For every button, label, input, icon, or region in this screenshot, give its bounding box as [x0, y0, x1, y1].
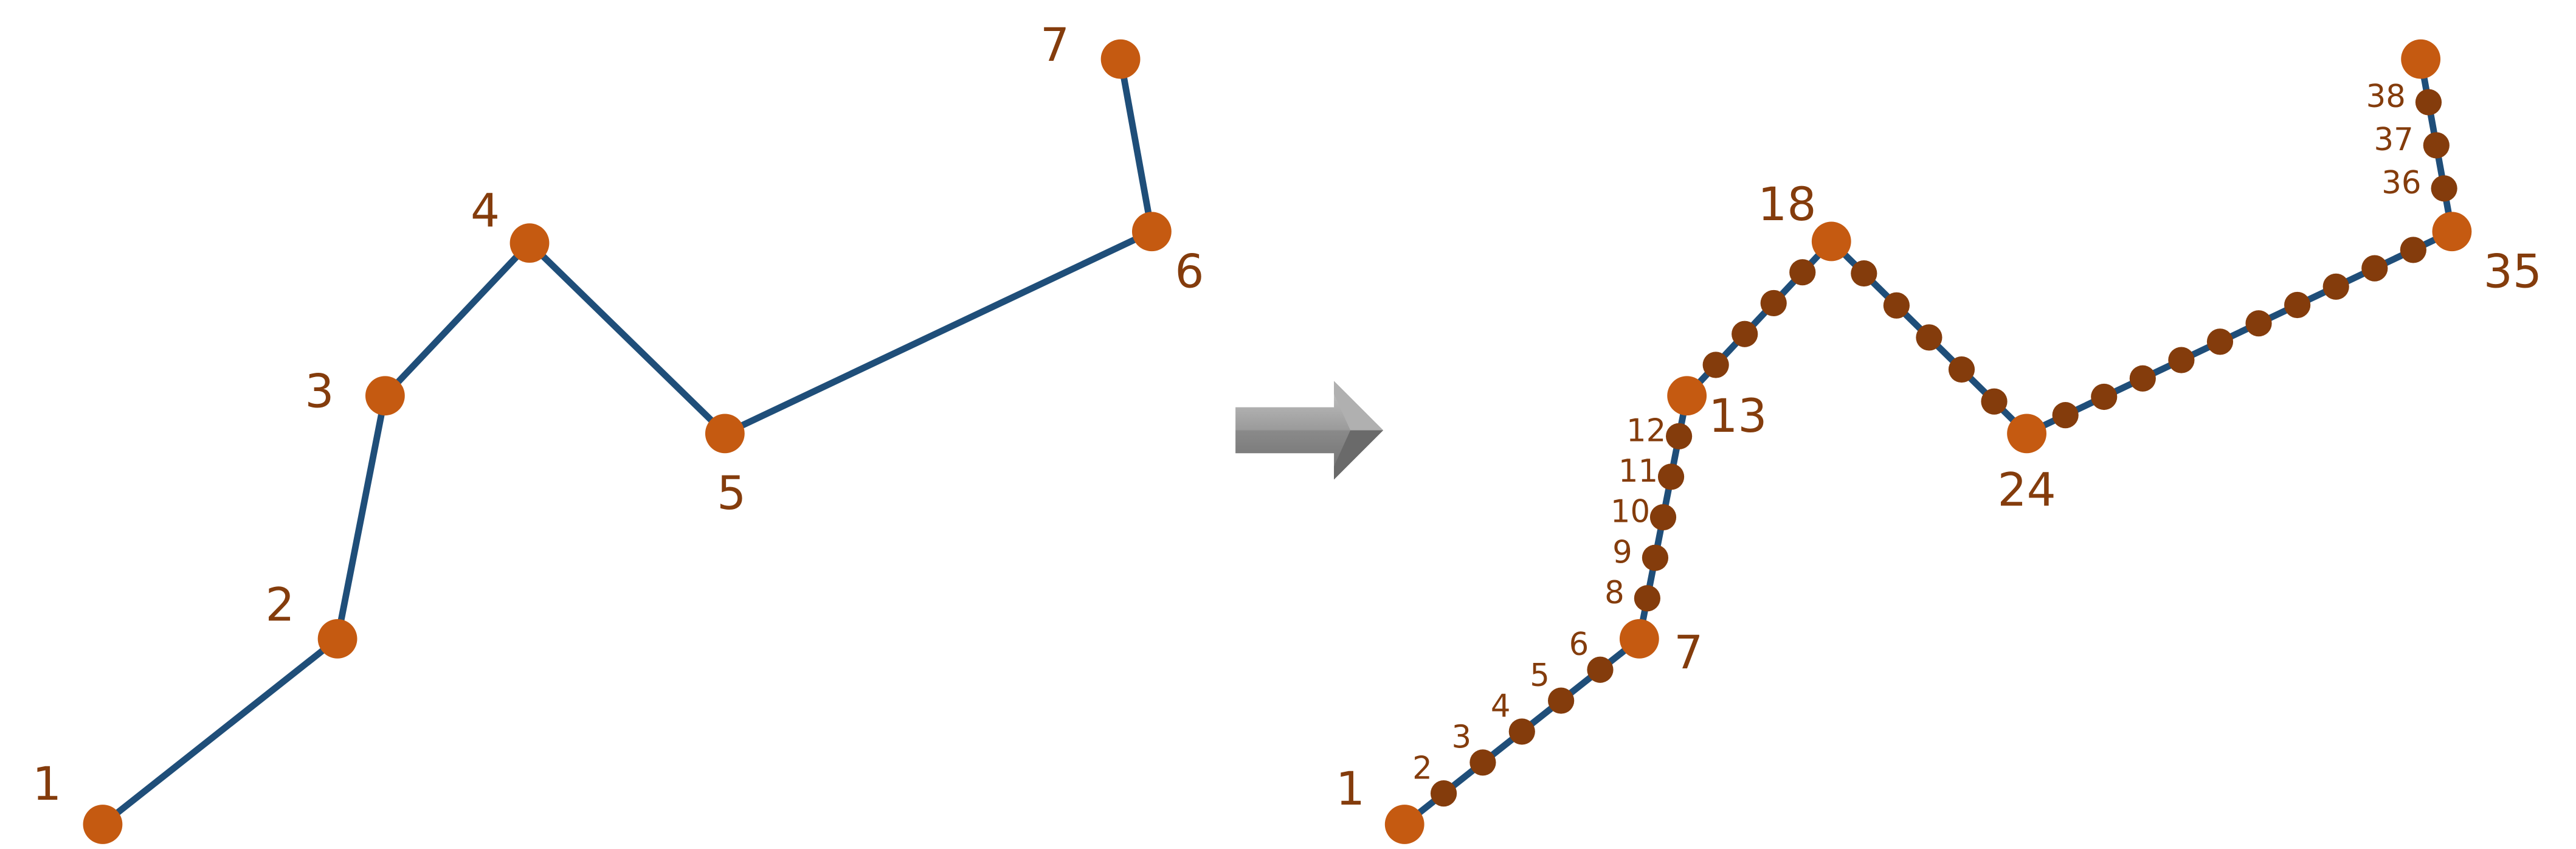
- resampled-point: [2091, 383, 2118, 411]
- resampled-point: [1469, 749, 1496, 776]
- resampled-point-label: 12: [1626, 412, 1666, 449]
- resampled-point: [1634, 585, 1660, 612]
- resampled-point: [1587, 656, 1614, 683]
- resampled-point: [2431, 175, 2457, 202]
- vertex-point: [2401, 39, 2441, 79]
- resampled-point: [1649, 504, 1677, 531]
- vertex-label: 24: [1997, 463, 2056, 517]
- resampled-point-label: 11: [1618, 453, 1658, 490]
- vertex-label: 2: [266, 578, 295, 632]
- resampled-point-label: 10: [1611, 494, 1650, 530]
- vertex-point: [1384, 805, 1424, 844]
- vertex-label: 13: [1708, 389, 1767, 443]
- resampled-point: [1732, 321, 1758, 347]
- vertex-label: 1: [1336, 762, 1365, 816]
- resampled-point-label: 2: [1412, 750, 1432, 786]
- resampled-point: [2168, 347, 2195, 373]
- resampled-point: [1657, 463, 1685, 490]
- vertex-point: [1619, 619, 1659, 659]
- resampled-point-label: 36: [2381, 165, 2421, 201]
- resampled-point: [2400, 237, 2426, 263]
- resampled-point: [1883, 292, 1910, 319]
- vertex-label: 6: [1175, 245, 1204, 299]
- vertex-point: [2432, 212, 2472, 252]
- vertex-label: 4: [471, 184, 500, 238]
- vertex-point: [83, 805, 123, 844]
- vertex-label: 7: [1040, 18, 1069, 72]
- vertex-point: [317, 619, 357, 659]
- vertex-point: [1667, 376, 1707, 416]
- resampled-point-label: 5: [1530, 657, 1550, 694]
- vertex-point: [705, 414, 745, 454]
- resampled-point: [2415, 89, 2442, 116]
- vertex-point: [1811, 221, 1851, 262]
- vertex-point: [1131, 212, 1172, 252]
- resampled-point-label: 9: [1612, 534, 1632, 570]
- resampled-point: [1665, 423, 1693, 449]
- resampled-point: [2052, 402, 2079, 429]
- resampled-point: [1789, 259, 1816, 286]
- vertex-label: 3: [305, 365, 334, 418]
- vertex-point: [365, 376, 405, 416]
- resampled-point: [1981, 388, 2008, 415]
- resampled-point: [2423, 132, 2450, 159]
- right-arrow-icon: [1235, 381, 1384, 480]
- resampled-point: [1760, 289, 1787, 317]
- resampled-point: [1916, 324, 1942, 351]
- vertex-label: 1: [32, 757, 61, 811]
- resampled-point: [2284, 291, 2311, 319]
- resampled-point: [2245, 310, 2272, 337]
- vertex-label: 18: [1758, 178, 1816, 231]
- resampled-point: [2322, 273, 2349, 300]
- resampled-point: [1642, 544, 1669, 571]
- resampled-point-label: 37: [2374, 122, 2413, 158]
- vertex-label: 35: [2484, 245, 2542, 299]
- original-polyline: 1 2 3 4 5 6 7: [32, 18, 1204, 844]
- resampled-point: [2206, 328, 2234, 355]
- resampled-point: [1508, 718, 1535, 745]
- resampled-point: [1851, 260, 1877, 287]
- resampled-point: [1548, 687, 1575, 714]
- resampled-point-label: 6: [1569, 626, 1589, 663]
- resampled-point-label: 38: [2366, 78, 2406, 115]
- resampled-point-label: 8: [1604, 575, 1625, 611]
- vertex-point: [2007, 414, 2046, 454]
- vertex-label: 7: [1674, 626, 1703, 679]
- resampled-point-label: 4: [1491, 688, 1511, 725]
- vertex-label: 5: [717, 466, 746, 520]
- resampled-point: [2129, 365, 2156, 392]
- resampled-point: [1948, 356, 1975, 383]
- polyline-segment: [100, 58, 1156, 827]
- resampled-point: [1430, 780, 1457, 807]
- vertex-point: [509, 223, 550, 263]
- resampled-point: [2361, 255, 2388, 282]
- vertex-point: [1100, 39, 1141, 79]
- resampled-point-label: 3: [1452, 719, 1472, 755]
- resampled-point: [1702, 352, 1729, 378]
